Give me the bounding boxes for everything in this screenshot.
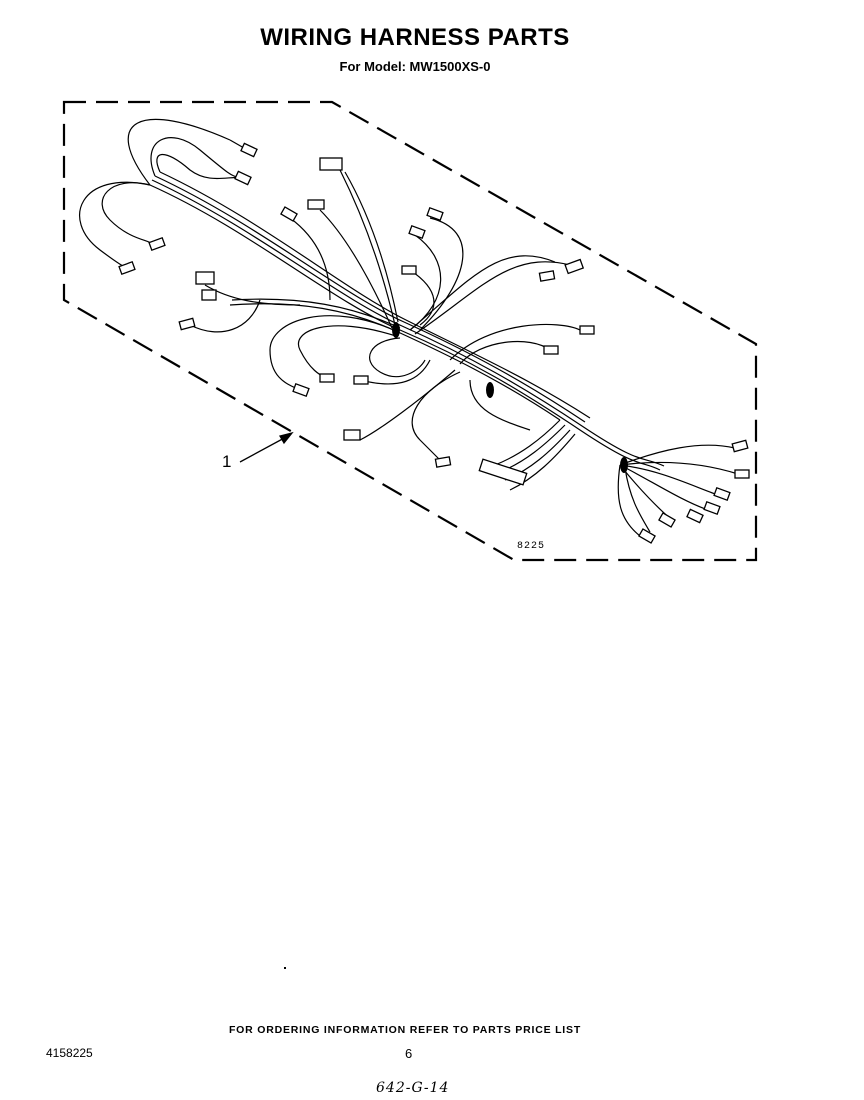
ordering-note: FOR ORDERING INFORMATION REFER TO PARTS … [228, 1024, 582, 1036]
figure-number: 8225 [517, 541, 546, 552]
terminal-connectors [118, 142, 750, 544]
page-number: 6 [405, 1046, 413, 1061]
harness-wires [79, 118, 739, 537]
page-title: WIRING HARNESS PARTS [260, 24, 570, 51]
stray-mark [284, 967, 286, 969]
handwritten-note: 642-G-14 [376, 1080, 450, 1096]
dashed-boundary [62, 100, 758, 562]
callout-leader [239, 431, 294, 463]
cable-ties [392, 322, 628, 473]
callout-number: 1 [222, 452, 232, 471]
model-subtitle: For Model: MW1500XS-0 [339, 59, 491, 74]
document-number: 4158225 [46, 1046, 93, 1060]
